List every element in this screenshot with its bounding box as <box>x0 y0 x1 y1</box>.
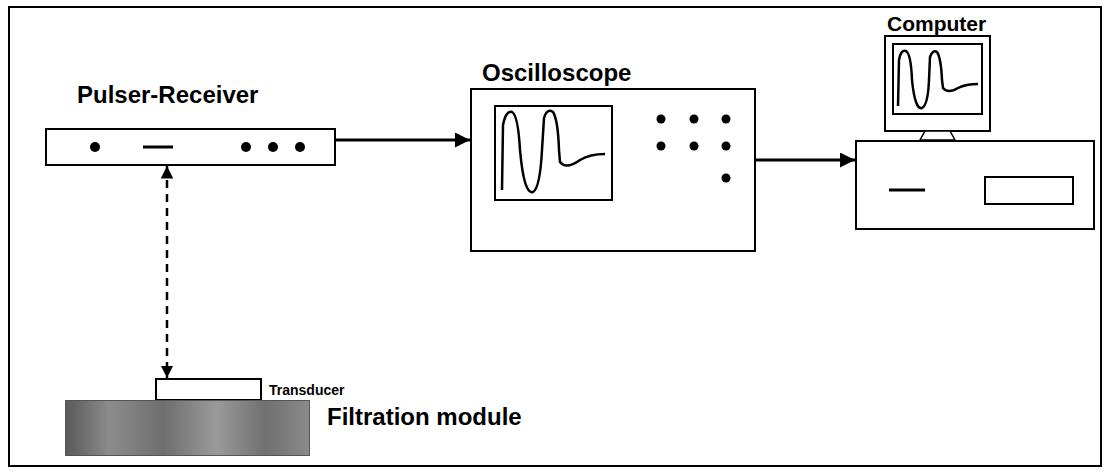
device-label: Oscilloscope <box>482 60 631 86</box>
knob-dot <box>722 142 731 151</box>
signal-arrow <box>336 139 470 142</box>
transducer-box: Transducer <box>155 378 262 401</box>
filtration-module-box: Filtration module <box>65 400 310 456</box>
knob-dot <box>657 115 666 124</box>
outer-frame <box>9 7 1101 466</box>
knob-dot <box>722 115 731 124</box>
drive-slot <box>889 189 925 192</box>
monitor-frame <box>885 36 990 131</box>
device-label: Transducer <box>269 383 344 398</box>
label-holder: Pulser-Receiver <box>77 82 258 108</box>
label-holder: Filtration module <box>327 404 522 430</box>
knob-dot <box>295 142 305 152</box>
device-label: Pulser-Receiver <box>77 82 258 108</box>
knob-dot <box>690 115 699 124</box>
monitor-screen <box>893 44 982 114</box>
waveform <box>502 111 605 192</box>
drive-bay <box>985 177 1073 204</box>
knob-dot <box>90 142 100 152</box>
panel-slot <box>143 146 173 149</box>
scope-screen <box>495 106 612 200</box>
dashed-arrow <box>166 166 169 378</box>
knob-dot <box>657 142 666 151</box>
knob-dot <box>268 142 278 152</box>
knob-dot <box>241 142 251 152</box>
device-label: Computer <box>887 12 986 35</box>
label-holder: Transducer <box>269 383 344 398</box>
waveform <box>898 51 978 108</box>
signal-arrow <box>756 159 855 162</box>
label-holder: Oscilloscope <box>482 60 631 86</box>
knob-dot <box>722 174 731 183</box>
label-holder: Computer <box>887 12 986 35</box>
oscilloscope-box: Oscilloscope <box>470 88 756 252</box>
monitor-stand <box>920 131 955 140</box>
pulser-receiver-box: Pulser-Receiver <box>45 128 336 166</box>
knob-dot <box>690 142 699 151</box>
computer-box: Computer <box>855 140 1095 230</box>
device-label: Filtration module <box>327 404 522 430</box>
